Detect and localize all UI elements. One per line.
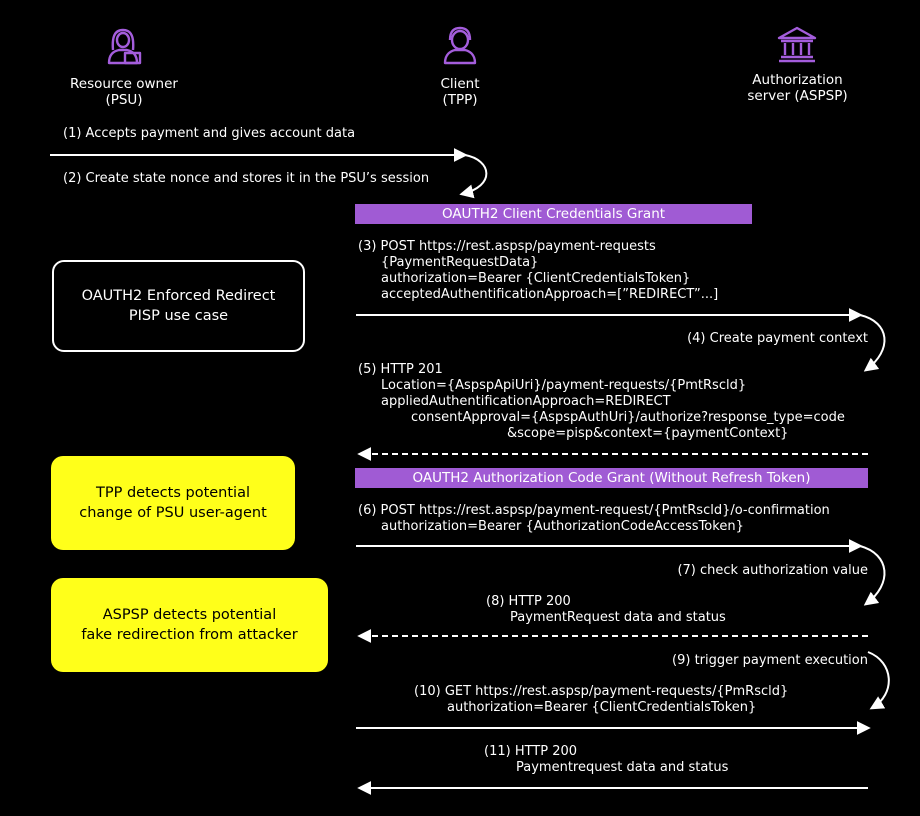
step-6-line-1: (6) POST https://rest.aspsp/payment-requ… [358, 503, 830, 518]
step-5-line-1: (5) HTTP 201 [358, 362, 443, 377]
note-tpp-detects: TPP detects potential change of PSU user… [51, 456, 295, 550]
step-4-label: (4) Create payment context [687, 331, 868, 346]
step-5-line-3: appliedAuthentificationApproach=REDIRECT [381, 394, 671, 409]
actor-client-name: Client [440, 76, 480, 92]
loop-step-2 [459, 154, 488, 199]
step-8-line-1: (8) HTTP 200 [486, 594, 571, 609]
step-1-label: (1) Accepts payment and gives account da… [63, 126, 356, 141]
actor-authorization-server-name: Authorization [752, 72, 843, 88]
step-9-label: (9) trigger payment execution [672, 653, 868, 668]
actor-client: Client (TPP) [400, 76, 520, 108]
note-aspsp-detects-text: ASPSP detects potential fake redirection… [81, 607, 298, 643]
step-5-line-5: &scope=pisp&context={paymentContext} [507, 426, 789, 441]
step-11-line-2: Paymentrequest data and status [516, 760, 729, 775]
note-aspsp-detects: ASPSP detects potential fake redirection… [51, 578, 328, 672]
loop-step-7 [859, 545, 886, 606]
step-7-label: (7) check authorization value [677, 563, 868, 578]
step-2-label: (2) Create state nonce and stores it in … [63, 171, 430, 186]
actor-resource-owner: Resource owner (PSU) [44, 76, 204, 108]
step-10-line-1: (10) GET https://rest.aspsp/payment-requ… [414, 684, 789, 699]
note-tpp-detects-text: TPP detects potential change of PSU user… [79, 485, 267, 521]
step-5-line-2: Location={AspspApiUri}/payment-requests/… [381, 378, 747, 393]
bank-building-icon [777, 26, 817, 63]
step-3-line-1: (3) POST https://rest.aspsp/payment-requ… [358, 239, 656, 254]
step-8-line-2: PaymentRequest data and status [510, 610, 726, 625]
person-icon [443, 26, 477, 65]
actor-resource-owner-name: Resource owner [70, 76, 178, 92]
actor-authorization-server: Authorization server (ASPSP) [725, 72, 870, 104]
band-client-credentials-grant: OAUTH2 Client Credentials Grant [355, 204, 752, 224]
step-11-line-1: (11) HTTP 200 [484, 744, 578, 759]
step-3-line-4: acceptedAuthentificationApproach=[”REDIR… [381, 287, 719, 302]
step-3-line-3: authorization=Bearer {ClientCredentialsT… [381, 271, 691, 286]
note-enforced-redirect: OAUTH2 Enforced Redirect PISP use case [52, 260, 305, 352]
actor-authorization-server-role: server (ASPSP) [747, 88, 848, 104]
step-10-line-2: authorization=Bearer {ClientCredentialsT… [447, 700, 757, 715]
step-5-line-4: consentApproval={AspspAuthUri}/authorize… [411, 410, 845, 425]
loop-step-9 [867, 651, 890, 710]
woman-at-laptop-icon [107, 28, 142, 65]
loop-step-4 [859, 314, 886, 372]
actor-client-role: (TPP) [442, 92, 478, 108]
actor-resource-owner-role: (PSU) [105, 92, 143, 108]
step-3-line-2: {PaymentRequestData} [381, 255, 539, 270]
note-enforced-redirect-text: OAUTH2 Enforced Redirect PISP use case [81, 288, 276, 324]
step-6-line-2: authorization=Bearer {AuthorizationCodeA… [381, 519, 744, 534]
band-authorization-code-grant: OAUTH2 Authorization Code Grant (Without… [355, 468, 868, 488]
